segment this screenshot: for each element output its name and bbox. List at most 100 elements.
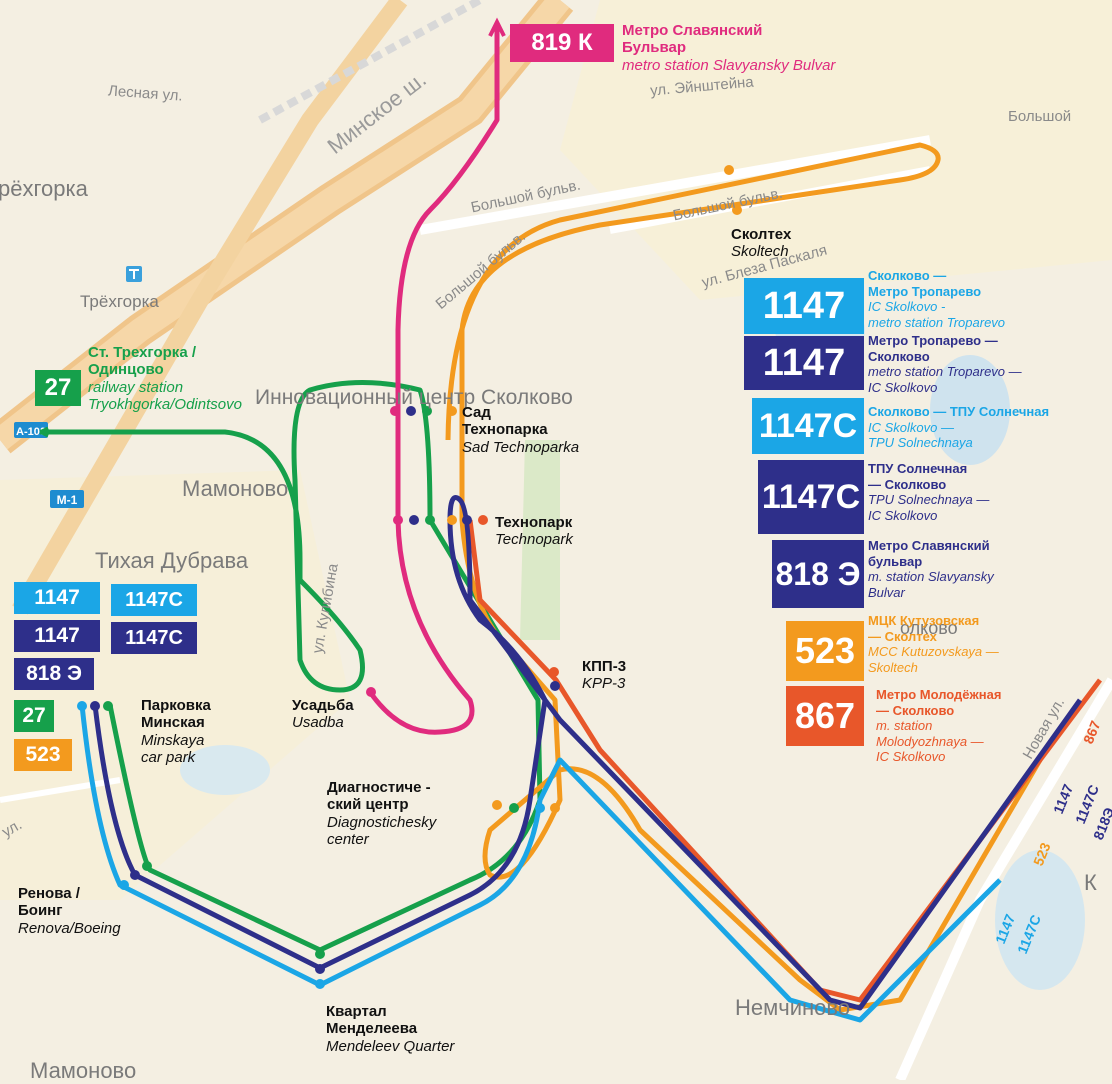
legend-1147-navy-ru-2: Сколково — [868, 348, 930, 364]
stop-dot-tech-orange[interactable] — [447, 515, 457, 525]
area-skolkovo-fragment: олково — [900, 618, 958, 638]
legend-1147c-navy-ru-2: — Сколково — [868, 476, 947, 492]
stop-renova-boeing[interactable]: Ренова / Боинг Renova/Boeing — [18, 885, 121, 937]
stop-dot-mendeleev-navy[interactable] — [315, 964, 325, 974]
legend-badge-867[interactable]: 867 — [786, 686, 864, 746]
legend-badge-1147-navy[interactable]: 1147 — [744, 336, 864, 390]
legend-badge-1147c-navy[interactable]: 1147С — [758, 460, 864, 534]
stop-sad-ru-2: Технопарка — [462, 421, 548, 439]
legend-818e-ru-2: бульвар — [868, 553, 923, 569]
left-badge-27[interactable]: 27 — [14, 700, 54, 732]
route-27-ru-2: Одинцово — [88, 361, 164, 379]
stop-mendeleev-quarter[interactable]: Квартал Менделеева Mendeleev Quarter — [326, 1003, 454, 1055]
stop-parkovka-minskaya[interactable]: Парковка Минская Minskaya car park — [141, 697, 211, 766]
route-819k-badge[interactable]: 819 К — [510, 24, 614, 62]
stop-dot-renova-green[interactable] — [142, 861, 152, 871]
legend-entry-523: МЦК Кутузовская — Сколтех MCC Kutuzovska… — [868, 613, 1108, 675]
stop-dot-sad-orange[interactable] — [447, 406, 457, 416]
legend-badge-523[interactable]: 523 — [786, 621, 864, 681]
stop-dot-renova-navy[interactable] — [130, 870, 140, 880]
legend-1147-navy-en-2: IC Skolkovo — [868, 379, 938, 395]
stop-usadba-en: Usadba — [292, 714, 344, 732]
stop-mendeleev-ru-1: Квартал — [326, 1003, 387, 1020]
route-819k-line[interactable] — [367, 24, 500, 735]
stop-dot-usadba[interactable] — [366, 687, 376, 697]
legend-523-ru-2: — Сколтех — [868, 628, 937, 644]
stop-dot-diag-orange[interactable] — [492, 800, 502, 810]
stop-dot-renova-cyan[interactable] — [119, 880, 129, 890]
legend-badge-1147c-cyan[interactable]: 1147С — [752, 398, 864, 454]
legend-entry-818e: Метро Славянский бульвар m. station Slav… — [868, 538, 1108, 600]
lake — [180, 745, 270, 795]
stop-dot-sad-navy[interactable] — [406, 406, 416, 416]
stop-kpp3[interactable]: КПП-3 KPP-3 — [582, 658, 626, 693]
legend-1147-cyan-ru-2: Метро Тропарево — [868, 283, 982, 299]
stop-technopark-ru: Технопарк — [495, 514, 573, 531]
route-27-en-2: Tryokhgorka/Odintsovo — [88, 395, 242, 413]
stop-dots — [77, 165, 742, 989]
stop-dot-tech-green[interactable] — [425, 515, 435, 525]
stop-dot-kpp3-navy[interactable] — [550, 681, 560, 691]
route-1147-navy-line[interactable] — [92, 495, 1083, 1011]
legend-867-en-2: Molodyozhnaya — — [876, 733, 984, 749]
stop-dot-sad-green[interactable] — [422, 406, 432, 416]
legend-badge-1147-cyan[interactable]: 1147 — [744, 278, 864, 334]
stop-parkovka-ru-1: Парковка — [141, 697, 211, 714]
stop-dot-mendeleev-cyan[interactable] — [315, 979, 325, 989]
stop-dot-kpp3-red[interactable] — [549, 667, 559, 677]
stop-dot-tech-red[interactable] — [478, 515, 488, 525]
legend-1147c-cyan-en-1: IC Skolkovo — — [868, 419, 954, 435]
left-badge-818e[interactable]: 818 Э — [14, 658, 94, 690]
route-27-line[interactable] — [40, 380, 543, 953]
stop-dot-parkovka-green[interactable] — [103, 701, 113, 711]
left-badge-523[interactable]: 523 — [14, 739, 72, 771]
stop-dot-diag-orange-2[interactable] — [550, 803, 560, 813]
legend-1147-navy-ru-1: Метро Тропарево — — [868, 333, 998, 348]
stop-dot-sad-magenta[interactable] — [390, 406, 400, 416]
stop-sad-technoparka[interactable]: Сад Технопарка Sad Technoparka — [462, 404, 579, 456]
stop-skoltech[interactable]: Сколтех Skoltech — [731, 226, 791, 261]
left-badge-1147c-cyan[interactable]: 1147С — [111, 584, 197, 616]
stop-dot-tech-magenta[interactable] — [393, 515, 403, 525]
legend-badge-818e[interactable]: 818 Э — [772, 540, 864, 608]
route-867-line[interactable] — [467, 519, 1102, 1003]
stop-dot-skoltech-2[interactable] — [732, 205, 742, 215]
highway-minskoe-inner — [0, 0, 570, 450]
lake — [930, 355, 1010, 465]
stop-dot-tech-navy[interactable] — [409, 515, 419, 525]
area-tikhaya-dubrava: Тихая Дубрава — [95, 548, 249, 573]
legend-1147-cyan-en-2: metro station Troparevo — [868, 314, 1006, 330]
stop-parkovka-en-1: Minskaya — [141, 731, 205, 749]
legend-867-en-3: IC Skolkovo — [876, 749, 946, 765]
route-27-badge[interactable]: 27 — [35, 370, 81, 406]
legend-523-en-1: MCC Kutuzovskaya — — [868, 644, 999, 660]
street-bolshoi-top: Большой — [1008, 108, 1072, 125]
stop-dot-diag-green[interactable] — [509, 803, 519, 813]
stop-usadba[interactable]: Усадьба Usadba — [292, 697, 354, 732]
stop-diagnostic-center[interactable]: Диагностиче - ский центр Diagnostichesky… — [327, 779, 436, 848]
stop-dot-mendeleev-green[interactable] — [315, 949, 325, 959]
left-badge-1147c-navy[interactable]: 1147С — [111, 622, 197, 654]
legend-867-ru-2: — Сколково — [876, 702, 955, 718]
legend-1147c-cyan-en-2: TPU Solnechnaya — [868, 435, 973, 451]
stop-dot-parkovka-navy[interactable] — [90, 701, 100, 711]
stop-technopark-en: Technopark — [495, 531, 573, 549]
area-mamonovo-bottom: Мамоново — [30, 1058, 137, 1083]
urban-area — [0, 470, 350, 900]
stop-dot-tech-navy-2[interactable] — [462, 515, 472, 525]
left-badge-1147-navy[interactable]: 1147 — [14, 620, 100, 652]
stop-dot-skoltech-1[interactable] — [724, 165, 734, 175]
route-819k-en: metro station Slavyansky Bulvar — [622, 56, 836, 74]
stop-parkovka-ru-2: Минская — [141, 714, 205, 732]
legend-entry-1147c-navy: ТПУ Солнечная — Сколково TPU Solnechnaya… — [868, 461, 1108, 523]
stop-renova-ru-2: Боинг — [18, 902, 63, 920]
area-trekhgorka-small: Трёхгорка — [80, 292, 159, 311]
route-1147-cyan-line[interactable] — [79, 704, 1002, 1023]
stop-dot-diag-cyan[interactable] — [535, 803, 545, 813]
highway-shield-a100-text: А-100 — [16, 426, 46, 438]
stop-technopark[interactable]: Технопарк Technopark — [495, 514, 573, 549]
stop-parkovka-en-2: car park — [141, 748, 196, 766]
legend-523-en-2: Skoltech — [868, 659, 918, 675]
stop-dot-parkovka-cyan[interactable] — [77, 701, 87, 711]
left-badge-1147-cyan[interactable]: 1147 — [14, 582, 100, 614]
